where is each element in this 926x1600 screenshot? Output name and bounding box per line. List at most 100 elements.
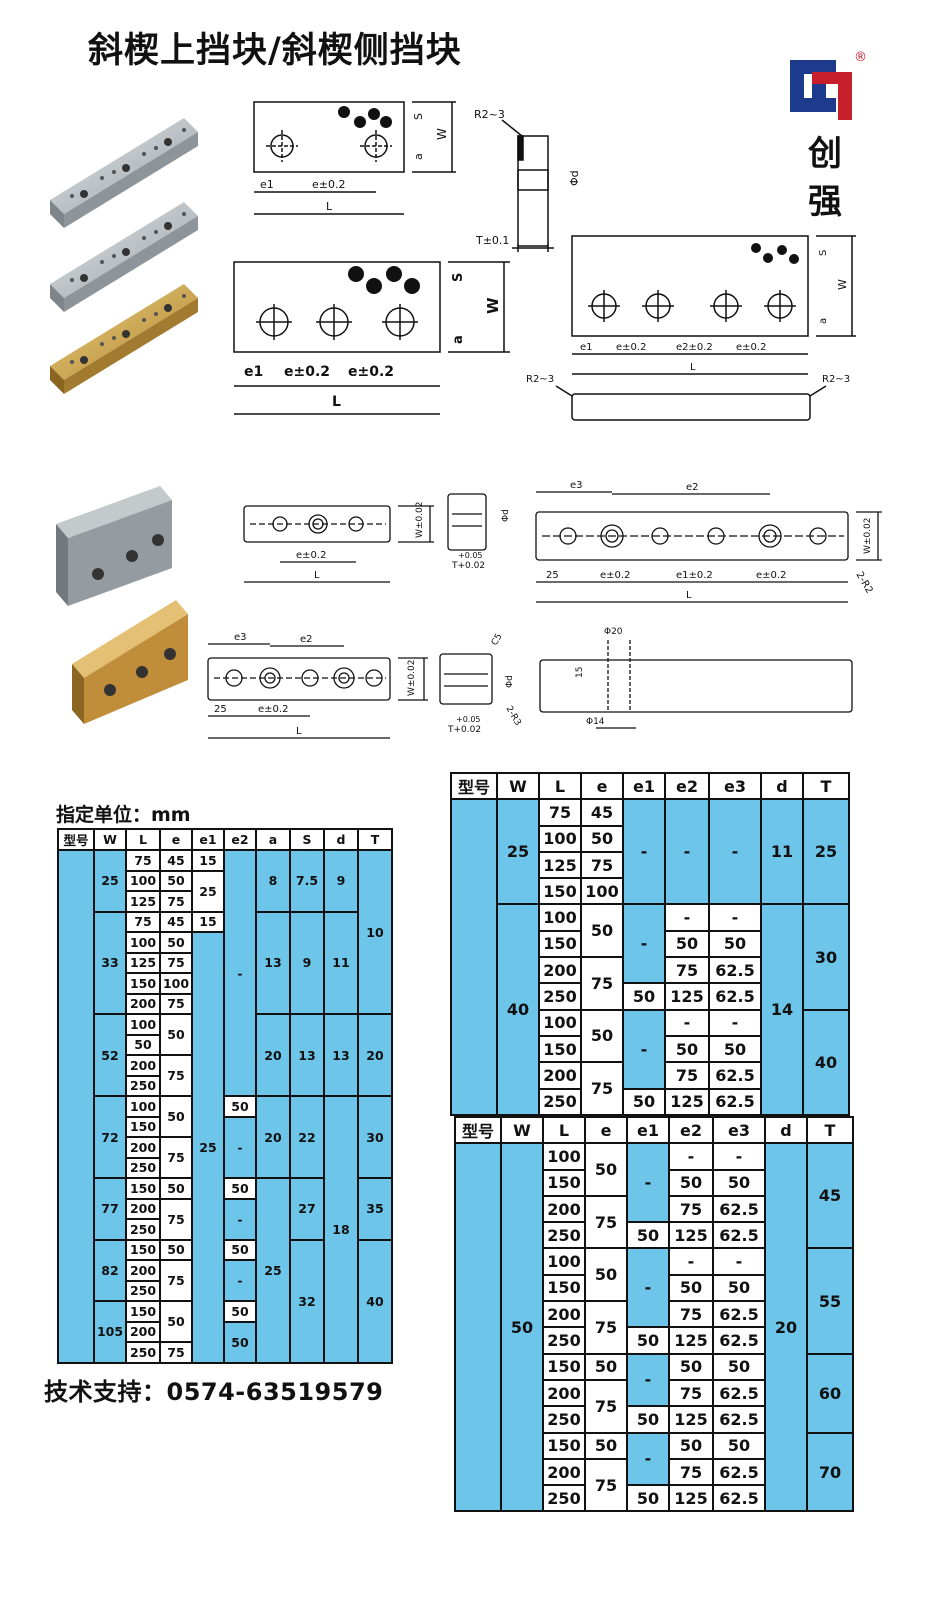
table-cell: 25 (496, 798, 540, 906)
col-header: T (802, 771, 850, 801)
dimension-label: e±0.2 (348, 364, 394, 380)
table-cell: 75 (159, 1259, 193, 1302)
table-cell: 75 (159, 890, 193, 913)
col-header: 型号 (450, 771, 498, 801)
table-cell: - (622, 1008, 666, 1090)
table-cell: 200 (125, 1054, 161, 1077)
table-cell: 125 (668, 1326, 714, 1355)
table-cell: - (708, 903, 762, 932)
table-cell: 100 (125, 869, 161, 892)
table-cell: 150 (542, 1273, 586, 1303)
table-cell: 62.5 (712, 1405, 766, 1434)
table-cell: 250 (542, 1326, 586, 1355)
table-cell: - (223, 1115, 257, 1179)
table-cell: - (664, 903, 710, 932)
page-title: 斜楔上挡块/斜楔侧挡块 (88, 31, 462, 71)
table-cell: 82 (93, 1238, 127, 1302)
table-cell: 25 (93, 849, 127, 913)
col-header: e (159, 828, 193, 851)
table-cell: 150 (542, 1431, 586, 1460)
l-label: L (326, 200, 333, 213)
table-cell: 50 (580, 1008, 624, 1064)
table-cell: - (712, 1247, 766, 1276)
table-cell: - (664, 798, 710, 906)
table-cell: 77 (93, 1177, 127, 1241)
col-header: T (357, 828, 393, 851)
table-cell: - (668, 1142, 714, 1171)
table-cell: 50 (159, 1013, 193, 1056)
dimension-label: e2±0.2 (676, 342, 713, 353)
table-cell: 250 (542, 1405, 586, 1434)
table-cell: 125 (668, 1405, 714, 1434)
dimension-label: L (314, 570, 320, 581)
table-cell: 50 (622, 1087, 666, 1116)
table-cell: 125 (668, 1484, 714, 1513)
dimension-label: e3 (570, 480, 583, 491)
col-header: S (289, 828, 325, 851)
table-cell: 50 (712, 1352, 766, 1381)
table-cell: 250 (125, 1341, 161, 1364)
table-cell: - (668, 1247, 714, 1276)
dimension-label: Φ14 (586, 717, 605, 727)
s-label: S (412, 113, 425, 120)
table-cell: - (622, 798, 666, 906)
table-cell: 150 (542, 1168, 586, 1197)
table-cell: 15 (191, 849, 225, 872)
dimension-label: W±0.02 (863, 518, 873, 554)
table-cell: 250 (125, 1074, 161, 1097)
col-header: e (584, 1115, 628, 1145)
table-cell: 200 (125, 1320, 161, 1343)
table-cell: 25 (802, 798, 850, 906)
table-cell: 125 (125, 951, 161, 974)
r23-label: R2~3 (474, 108, 505, 121)
table-cell: 50 (584, 1431, 628, 1460)
table-cell: - (664, 1008, 710, 1037)
col-header: e2 (664, 771, 710, 801)
table-cell: 62.5 (708, 1061, 762, 1090)
table-cell: 25 (191, 869, 225, 913)
table-cell: 40 (357, 1238, 393, 1364)
table-cell: 55 (806, 1247, 854, 1355)
table-cell: 62.5 (712, 1326, 766, 1355)
col-header: W (496, 771, 540, 801)
dimension-label: e±0.2 (736, 342, 766, 353)
table-cell: 62.5 (712, 1484, 766, 1513)
dimension-label: 2-R3 (503, 705, 522, 728)
table-cell: 40 (802, 1008, 850, 1116)
unit-label: 指定单位：mm (56, 804, 191, 826)
table-cell: 50 (712, 1168, 766, 1197)
table-cell: 9 (289, 910, 325, 1015)
table-cell: 62.5 (708, 1087, 762, 1116)
table-cell: 50 (159, 1238, 193, 1261)
table-cell: 150 (125, 1115, 161, 1138)
table-cell: 250 (542, 1484, 586, 1513)
dimension-label: Φd (505, 675, 515, 688)
table-cell: 13 (255, 910, 291, 1015)
table-cell: 7.5 (289, 849, 325, 913)
table-cell: 75 (125, 849, 161, 872)
table-cell: 200 (542, 1457, 586, 1487)
table-cell: 200 (125, 1136, 161, 1159)
dimension-label: e3 (234, 632, 247, 643)
table-cell: 62.5 (712, 1194, 766, 1224)
table-cell: 50 (223, 1095, 257, 1118)
col-header: e1 (191, 828, 225, 851)
table-cell: 50 (708, 929, 762, 959)
table-cell: 75 (580, 956, 624, 1011)
table-cell: 75 (159, 1341, 193, 1364)
table-cell: 20 (764, 1142, 808, 1513)
table-cell: 50 (626, 1405, 670, 1434)
table-cell: 75 (538, 798, 582, 827)
table-cell: 50 (626, 1221, 670, 1250)
table-cell: 250 (538, 982, 582, 1011)
dimension-label: W±0.02 (407, 660, 417, 696)
dimension-label: T+0.02 (451, 561, 485, 571)
table-cell: 45 (806, 1142, 854, 1250)
table-cell: - (622, 903, 666, 985)
table-cell: 60 (806, 1352, 854, 1434)
table-cell: 9 (323, 849, 359, 913)
a-label: a (412, 153, 425, 160)
dimension-label: W (484, 297, 502, 314)
table-cell: 75 (159, 951, 193, 974)
